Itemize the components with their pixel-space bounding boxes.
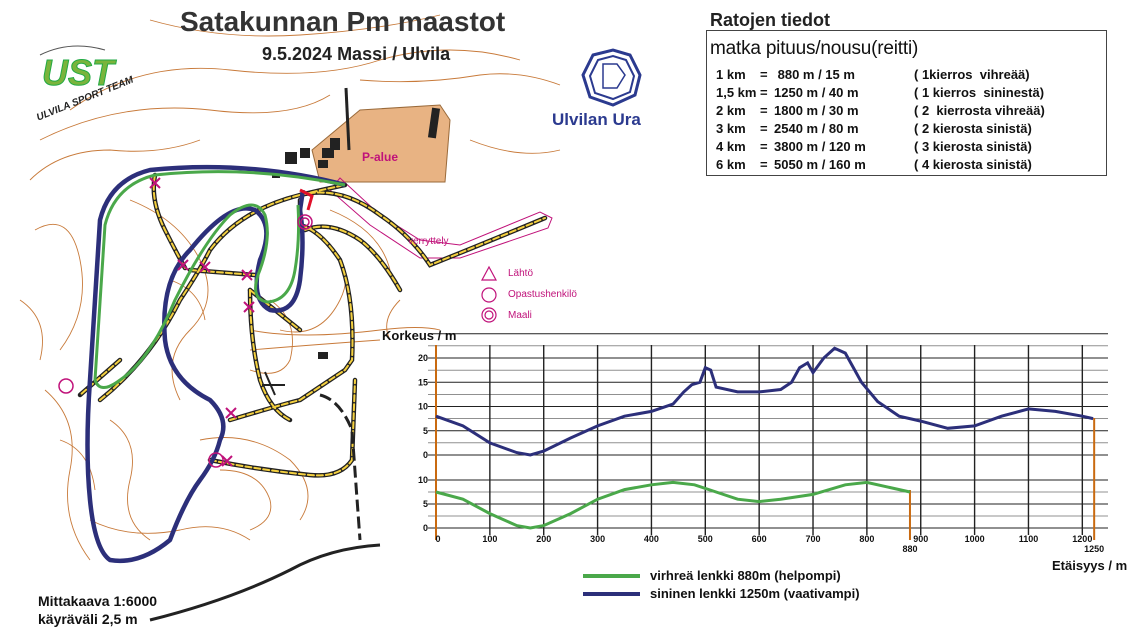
- course-len: 6 km: [716, 157, 746, 172]
- course-row: 1,5 km= 1250 m / 40 m ( 1 kierros sininest…: [716, 84, 1094, 102]
- profile-xticks: 0 100 200 300 400 500 600 700 800 900 1000 1100 1200…: [435, 534, 1104, 554]
- course-eq: =: [760, 121, 768, 136]
- course-panel-header: matka pituus/nousu(reitti): [710, 38, 919, 59]
- map-subtitle: 9.5.2024 Massi / Ulvila: [262, 44, 451, 64]
- xtick-label: 200: [536, 534, 551, 544]
- course-row: 4 km = 3800 m / 120 m ( 3 kierosta sinistä): [716, 138, 1094, 156]
- buildings: [272, 107, 441, 359]
- legend-start-label: Lähtö: [508, 268, 534, 279]
- map-legend-symbols: [480, 265, 498, 323]
- blue-end-label: 1250: [1084, 544, 1104, 554]
- guide-circles: [58, 214, 313, 468]
- course-eq: =: [760, 157, 768, 172]
- green-ytick-label: 10: [418, 475, 428, 485]
- legend-green-text: virhreä lenkki 880m (helpompi): [650, 568, 841, 583]
- svg-text:UST: UST: [42, 52, 117, 93]
- profile-grid: [428, 333, 1108, 540]
- course-table: 1 km = 880 m / 15 m ( 1kierros vihreää) 1,5…: [716, 66, 1094, 174]
- map-scale: Mittakaava 1:6000 käyräväli 2,5 m: [38, 592, 157, 628]
- xtick-label: 1100: [1019, 534, 1039, 544]
- course-dist: 3800 m / 120 m: [774, 139, 866, 154]
- course-len: 2 km: [716, 103, 746, 118]
- course-note: ( 3 kierosta sinistä): [914, 139, 1032, 154]
- ulvilan-ura-text: Ulvilan Ura: [552, 110, 641, 129]
- blue-ytick-label: 20: [418, 353, 428, 363]
- xtick-label: 100: [482, 534, 497, 544]
- green-ytick-label: 0: [423, 523, 428, 533]
- course-dist: 1800 m / 30 m: [774, 103, 859, 118]
- blue-ytick-label: 15: [418, 377, 428, 387]
- profile-ylabel: Korkeus / m: [382, 328, 457, 343]
- course-row: 1 km = 880 m / 15 m ( 1kierros vihreää): [716, 66, 1094, 84]
- xtick-label: 700: [806, 534, 821, 544]
- xtick-label: 600: [752, 534, 767, 544]
- xtick-label: 800: [859, 534, 874, 544]
- legend-finish-label: Maali: [508, 310, 532, 321]
- blue-ytick-label: 10: [418, 402, 428, 412]
- contour-interval: käyräväli 2,5 m: [38, 611, 138, 627]
- course-len: 1,5 km: [716, 85, 757, 100]
- parking-label: P-alue: [362, 150, 399, 164]
- course-len: 3 km: [716, 121, 746, 136]
- ust-logo: UST ULVILA SPORT TEAM: [35, 45, 136, 124]
- course-dist: 880 m / 15 m: [774, 67, 855, 82]
- course-note: ( 4 kierosta sinistä): [914, 157, 1032, 172]
- course-note: ( 2 kierrosta vihreää): [914, 103, 1045, 118]
- course-eq: =: [760, 85, 768, 100]
- profile-xlabel: Etäisyys / m: [1052, 558, 1128, 573]
- xtick-label: 1200: [1072, 534, 1092, 544]
- blue-elevation-line: [435, 346, 1094, 457]
- xtick-label: 1000: [965, 534, 985, 544]
- course-dist: 5050 m / 160 m: [774, 157, 866, 172]
- course-row: 2 km = 1800 m / 30 m ( 2 kierrosta vihreää): [716, 102, 1094, 120]
- xtick-label: 0: [435, 534, 440, 544]
- course-dist: 2540 m / 80 m: [774, 121, 859, 136]
- course-note: ( 1 kierros sininestä): [914, 85, 1045, 100]
- warmup-area: [329, 177, 553, 259]
- course-row: 6 km = 5050 m / 160 m ( 4 kierosta sinistä): [716, 156, 1094, 174]
- green-elevation-line: [435, 480, 911, 530]
- blue-ytick-label: 0: [423, 450, 428, 460]
- course-eq: =: [760, 67, 768, 82]
- course-eq: =: [760, 139, 768, 154]
- course-dist: 1250 m / 40 m: [774, 85, 859, 100]
- scale-ratio: Mittakaava 1:6000: [38, 593, 158, 609]
- course-len: 1 km: [716, 67, 746, 82]
- ulvilan-ura-logo: [581, 48, 642, 107]
- course-row: 3 km = 2540 m / 80 m ( 2 kierosta sinistä): [716, 120, 1094, 138]
- xtick-label: 900: [913, 534, 928, 544]
- xtick-label: 300: [590, 534, 605, 544]
- course-note: ( 1kierros vihreää): [914, 67, 1030, 82]
- course-panel-title: Ratojen tiedot: [710, 10, 830, 30]
- start-line: [299, 188, 314, 211]
- course-panel: [706, 30, 1107, 176]
- blue-course-route: [85, 164, 346, 563]
- blue-ytick-label: 5: [423, 426, 428, 436]
- course-len: 4 km: [716, 139, 746, 154]
- course-eq: =: [760, 103, 768, 118]
- legend-guide-label: Opastushenkilö: [508, 289, 577, 300]
- map-title: Satakunnan Pm maastot: [180, 6, 506, 37]
- xtick-label: 500: [698, 534, 713, 544]
- green-course-route: [93, 170, 346, 389]
- course-note: ( 2 kierosta sinistä): [914, 121, 1032, 136]
- xtick-label: 400: [644, 534, 659, 544]
- elevation-profile: 20 15 10 5 0 10 5 0 0 100 200 300 400 500 600 700 800 9…: [418, 333, 1108, 596]
- roads: [149, 371, 381, 622]
- profile-green-yticks: 10 5 0: [418, 475, 428, 533]
- green-ytick-label: 5: [423, 499, 428, 509]
- green-end-label: 880: [902, 544, 917, 554]
- control-crossings: [149, 177, 255, 467]
- profile-blue-yticks: 20 15 10 5 0: [418, 353, 428, 460]
- warmup-label: verryttely: [408, 236, 449, 247]
- legend-blue-text: sininen lenkki 1250m (vaativampi): [650, 586, 860, 601]
